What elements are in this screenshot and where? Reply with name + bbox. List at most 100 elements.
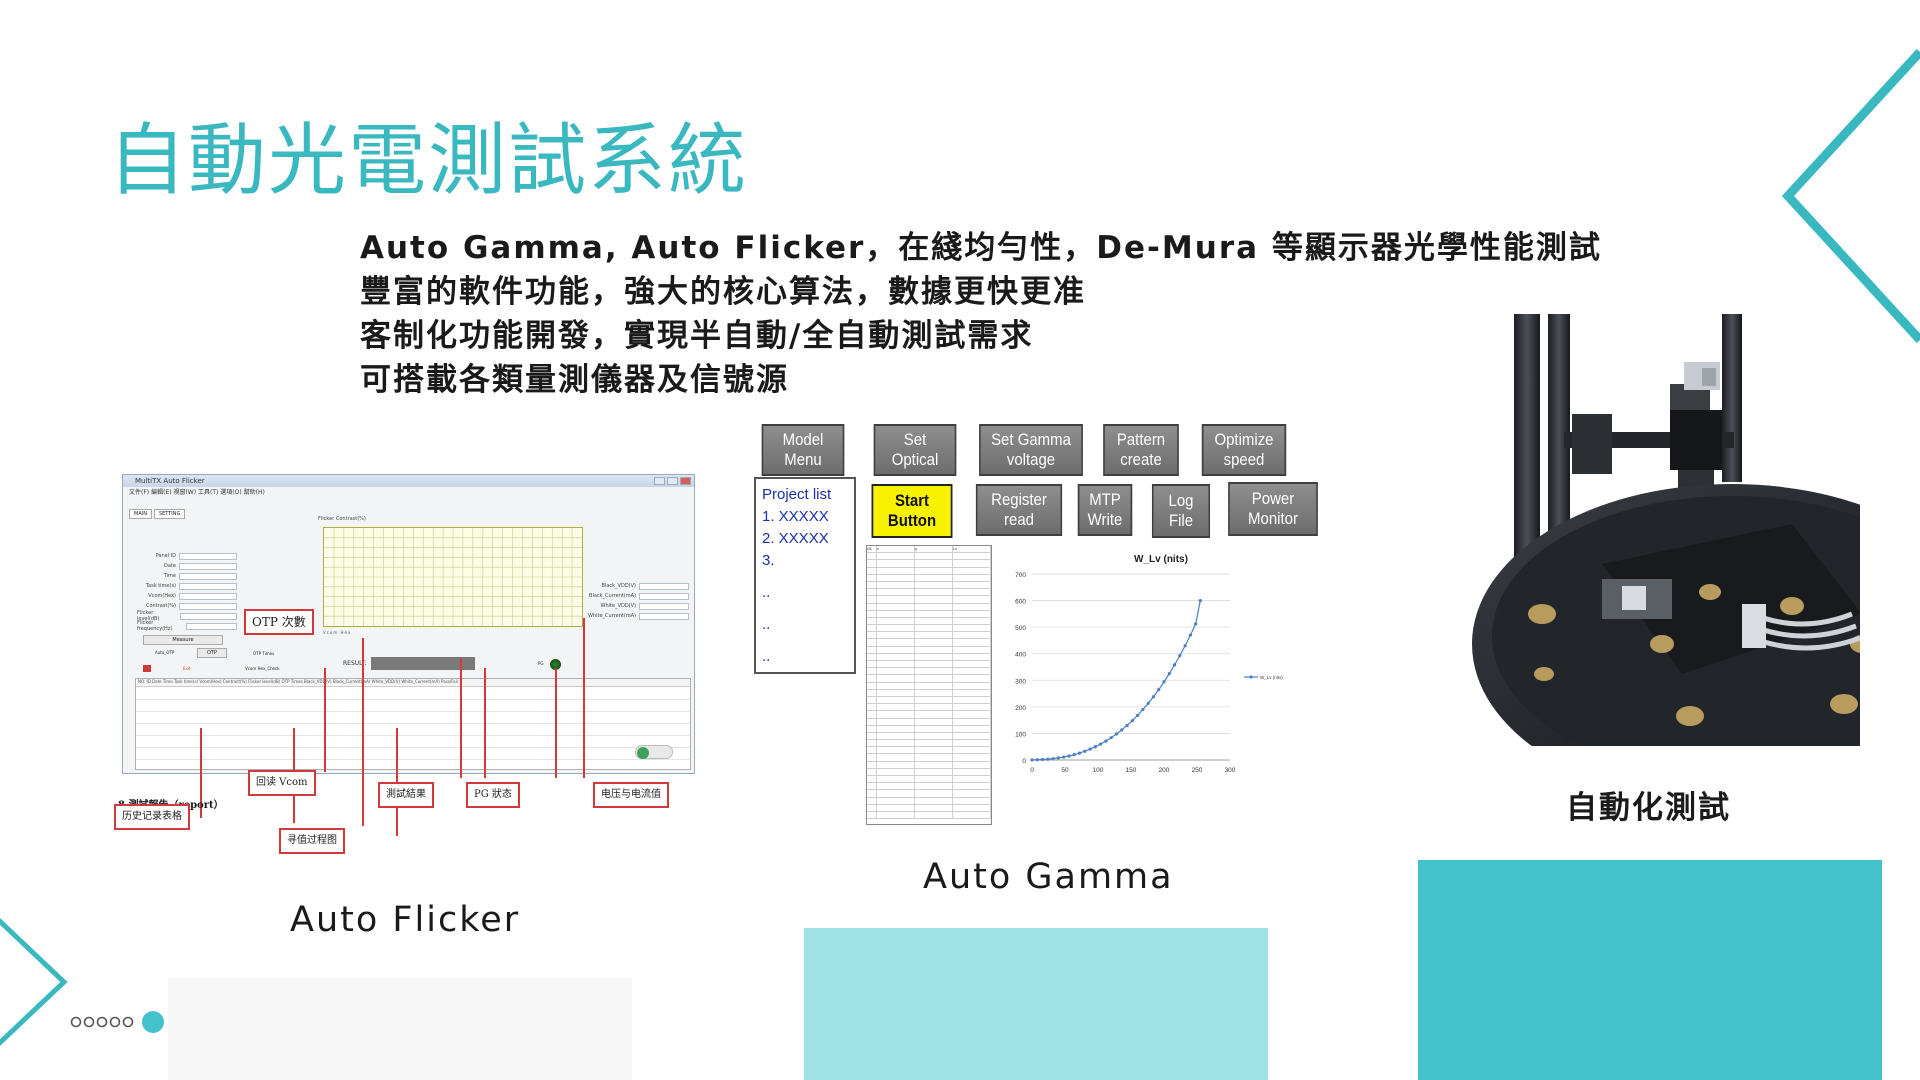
data-point	[1083, 749, 1087, 753]
table-cell	[867, 668, 877, 676]
table-cell	[915, 675, 953, 683]
table-cell	[877, 696, 915, 705]
table-cell	[867, 797, 877, 805]
project-item[interactable]: 3.	[762, 552, 775, 569]
exit-label[interactable]: Exit	[183, 666, 191, 671]
measure-button[interactable]: Measure	[143, 635, 223, 645]
table-cell	[915, 754, 953, 762]
table-cell	[953, 668, 991, 676]
table-cell	[877, 790, 915, 798]
table-cell	[915, 553, 953, 561]
table-cell	[877, 747, 915, 755]
table-header-cell: Lv	[953, 546, 991, 554]
x-tick-label: 250	[1192, 767, 1203, 774]
table-cell	[915, 711, 953, 719]
tab-setting[interactable]: SETTING	[153, 509, 186, 519]
data-point	[1141, 707, 1145, 712]
table-cell	[877, 776, 915, 784]
project-item[interactable]: 2. XXXXX	[762, 530, 829, 547]
table-cell	[953, 811, 991, 820]
data-point	[1030, 758, 1034, 762]
data-point	[1178, 653, 1182, 658]
data-point	[1072, 753, 1076, 757]
data-point	[1188, 633, 1192, 637]
table-cell	[953, 754, 991, 762]
data-point	[1099, 742, 1103, 746]
close-icon[interactable]	[680, 477, 691, 485]
caption-auto-flicker: Auto Flicker	[290, 900, 521, 940]
table-cell	[953, 617, 991, 626]
gray-block	[168, 978, 632, 1080]
legend-marker	[1249, 675, 1253, 679]
x-tick-label: 0	[1030, 767, 1034, 774]
field-contrast: Contrast(%)	[137, 601, 237, 611]
menu-file[interactable]: 文件(F)	[129, 489, 150, 496]
table-cell	[867, 783, 877, 791]
table-cell	[877, 704, 915, 712]
table-cell	[867, 718, 877, 726]
data-point	[1120, 728, 1124, 732]
table-cell	[915, 696, 953, 705]
callout-voltage: 电压与电流值	[593, 782, 669, 808]
table-cell	[877, 711, 915, 719]
history-table-header: NO. ID Date Time Task time(s) Vcom(Hex) …	[136, 679, 690, 687]
table-cell	[953, 689, 991, 697]
table-cell	[915, 804, 953, 812]
data-point	[1157, 687, 1161, 692]
auto-otp-label[interactable]: Auto_OTP	[155, 650, 175, 655]
table-cell	[915, 661, 953, 669]
intro-line-1: Auto Gamma, Auto Flicker，在綫均勻性，De-Mura 等…	[360, 230, 1602, 266]
table-cell	[877, 804, 915, 812]
table-cell	[877, 740, 915, 748]
table-cell	[867, 732, 877, 741]
pg-status-led	[550, 659, 561, 670]
maximize-icon[interactable]	[667, 477, 678, 485]
flicker-tabs: MAIN SETTING	[129, 509, 186, 519]
data-point	[1125, 723, 1129, 728]
table-cell	[877, 732, 915, 741]
top-right-chevron	[1781, 48, 1920, 344]
field-date: Date	[137, 561, 237, 571]
table-cell	[915, 797, 953, 805]
tab-main[interactable]: MAIN	[129, 509, 152, 519]
otp-button[interactable]: OTP	[197, 648, 227, 658]
minimize-icon[interactable]	[654, 477, 665, 485]
flicker-window: MultiTX Auto Flicker 文件(F) 編輯(E) 視窗(W) 工…	[122, 474, 695, 774]
y-tick-label: 400	[1015, 652, 1026, 659]
menu-view[interactable]: 視窗(W)	[173, 489, 197, 496]
bottom-left-chevron	[0, 918, 68, 1046]
table-cell	[915, 768, 953, 776]
data-point	[1183, 644, 1187, 648]
toggle-switch[interactable]	[635, 745, 673, 759]
menu-help[interactable]: 幫助(H)	[243, 489, 265, 496]
legend-label: W_Lv (nits)	[1260, 675, 1283, 680]
table-cell	[867, 704, 877, 712]
menu-tools[interactable]: 工具(T)	[198, 489, 219, 496]
table-cell	[867, 754, 877, 762]
leader-line	[583, 618, 585, 778]
table-cell	[867, 617, 877, 626]
data-point	[1093, 745, 1097, 749]
project-item[interactable]: 1. XXXXX	[762, 508, 829, 525]
table-cell	[867, 596, 877, 604]
leader-line	[324, 668, 326, 772]
menu-edit[interactable]: 編輯(E)	[151, 489, 172, 496]
history-table: NO. ID Date Time Task time(s) Vcom(Hex) …	[135, 678, 691, 770]
table-cell	[953, 711, 991, 719]
data-point	[1088, 747, 1092, 751]
auto-flicker-screenshot: MultiTX Auto Flicker 文件(F) 編輯(E) 視窗(W) 工…	[100, 468, 700, 868]
table-cell	[953, 797, 991, 805]
exit-icon[interactable]	[143, 665, 151, 672]
data-point	[1198, 598, 1202, 603]
menu-options[interactable]: 選項(O)	[220, 489, 242, 496]
